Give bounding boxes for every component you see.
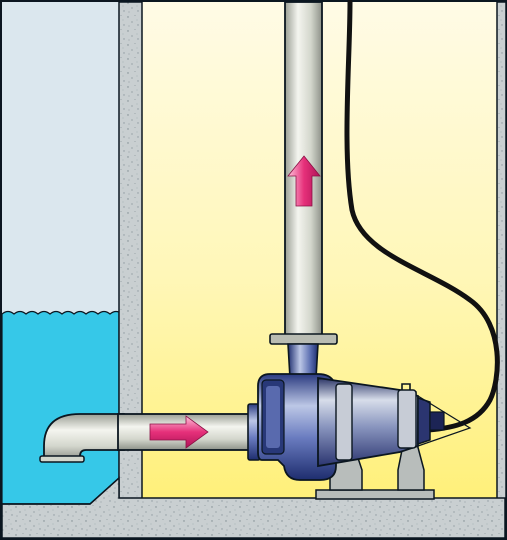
suction-flow-arrow [149, 415, 209, 449]
discharge-flange [269, 333, 338, 345]
motor-band-front [335, 383, 353, 461]
pump-discharge-neck [287, 343, 319, 379]
right-wall [496, 1, 507, 505]
wet-well-benching [2, 477, 120, 505]
suction-pipe [39, 413, 255, 463]
pump-base [315, 489, 435, 500]
water-body [1, 310, 124, 505]
cable-support [417, 395, 472, 447]
wet-well [1, 2, 124, 505]
cable-gland [429, 411, 445, 431]
lifting-lug [401, 383, 411, 390]
motor-end-cap [417, 396, 431, 446]
discharge-flow-arrow [287, 155, 321, 207]
motor-band-rear [397, 389, 417, 449]
pump-unit [247, 343, 472, 481]
power-cable [344, 0, 500, 433]
